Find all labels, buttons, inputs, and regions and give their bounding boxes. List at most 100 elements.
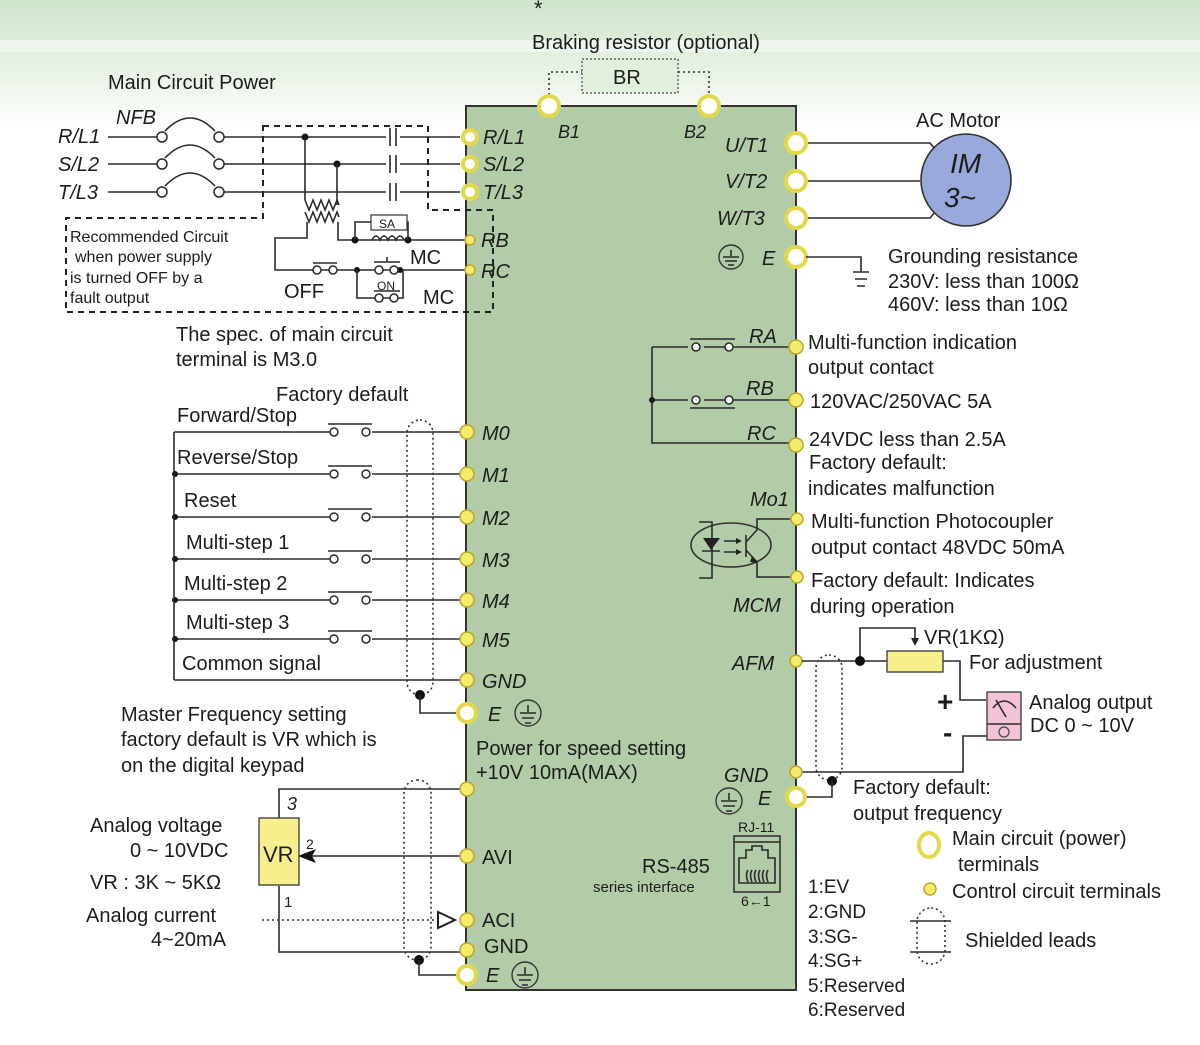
- analog-current-2: 4~20mA: [151, 929, 227, 951]
- terminal-e-afm[interactable]: [785, 786, 807, 808]
- input-rows: Forward/StopM0Reverse/StopM1ResetM2Multi…: [172, 405, 526, 693]
- shield-afm: [815, 654, 843, 781]
- drive-r-label: R/L1: [483, 127, 525, 149]
- terminal-gnd[interactable]: [459, 672, 475, 688]
- switch-contact: [329, 512, 339, 522]
- vr-potentiometer: [258, 817, 300, 886]
- terminal-u-t1[interactable]: [784, 131, 808, 155]
- terminal-w-t3[interactable]: [784, 206, 808, 230]
- relay-desc-6: indicates malfunction: [808, 478, 995, 500]
- switch-contact: [361, 595, 371, 605]
- terminal-m3[interactable]: [459, 551, 475, 567]
- terminal-rb[interactable]: [788, 392, 804, 408]
- legend-control-terminal-icon: [923, 882, 937, 896]
- input-label: Multi-step 3: [186, 612, 289, 634]
- switch-contact: [361, 427, 371, 437]
- terminal-aci[interactable]: [459, 912, 475, 928]
- sa-label: SA: [379, 217, 395, 231]
- switch-contact: [361, 469, 371, 479]
- terminal-avi[interactable]: [459, 848, 475, 864]
- e-afm-label: E: [758, 788, 772, 810]
- terminal-mcm[interactable]: [790, 570, 804, 584]
- terminal-mo1[interactable]: [790, 512, 804, 526]
- terminal-s-l2[interactable]: [461, 155, 479, 173]
- br-wire: [548, 71, 710, 95]
- terminal-v-t2[interactable]: [784, 169, 808, 193]
- legend-main-2: terminals: [958, 854, 1039, 876]
- terminal-afm[interactable]: [789, 654, 803, 668]
- switch-contact: [361, 634, 371, 644]
- relay-desc-1: Multi-function indication: [808, 332, 1017, 354]
- terminal-e-analog[interactable]: [456, 964, 478, 986]
- earth-ground-icon: [806, 256, 869, 287]
- br-box: [581, 58, 679, 94]
- input-row: Multi-step 1 M3: [172, 532, 510, 572]
- recommended-line-4: fault output: [70, 290, 150, 307]
- terminal-m4[interactable]: [459, 592, 475, 608]
- input-row: Multi-step 2 M4: [172, 573, 510, 613]
- spec-line-1: The spec. of main circuit: [176, 324, 393, 346]
- ra-label: RA: [749, 326, 777, 348]
- analog-voltage-3: VR : 3K ~ 5KΩ: [90, 872, 221, 894]
- terminal-gnd-afm[interactable]: [789, 765, 803, 779]
- terminal-gnd-analog[interactable]: [459, 942, 475, 958]
- nfb-label: NFB: [116, 107, 156, 129]
- rs485-subtitle: series interface: [593, 879, 695, 896]
- master-freq-1: Master Frequency setting: [121, 704, 347, 726]
- on-label: ON: [377, 279, 395, 293]
- terminal-e-inputs[interactable]: [456, 702, 478, 724]
- terminal-label: M4: [482, 591, 510, 613]
- power-speed-1: Power for speed setting: [476, 738, 686, 760]
- gnd-afm-label: GND: [724, 765, 768, 787]
- rs485-pin-5: 5:Reserved: [808, 976, 905, 997]
- motor-phase: 3~: [944, 182, 976, 213]
- relay-desc-4: 24VDC less than 2.5A: [809, 429, 1006, 451]
- terminal-ra[interactable]: [788, 339, 804, 355]
- terminal-rc-power[interactable]: [464, 264, 476, 276]
- main-power-title: Main Circuit Power: [108, 72, 276, 94]
- shield-drain-wire: [419, 695, 460, 714]
- bus-node: [172, 514, 178, 520]
- analog-voltage-1: Analog voltage: [90, 815, 222, 837]
- bus-node: [172, 471, 178, 477]
- terminal-m2[interactable]: [459, 509, 475, 525]
- terminal-label: M0: [482, 423, 510, 445]
- terminal-rc[interactable]: [788, 437, 804, 453]
- switch-contact: [329, 634, 339, 644]
- terminal-m0[interactable]: [459, 424, 475, 440]
- afm-label: AFM: [731, 653, 775, 675]
- b2-terminal[interactable]: [697, 94, 721, 118]
- input-label: Multi-step 2: [184, 573, 287, 595]
- u-label: U/T1: [725, 135, 768, 157]
- vr-1k-label: VR(1KΩ): [924, 627, 1005, 649]
- terminal-label: M3: [482, 550, 510, 572]
- terminal-t-l3[interactable]: [461, 183, 479, 201]
- input-label: Common signal: [182, 653, 321, 675]
- rs485-title: RS-485: [642, 856, 710, 878]
- b1-terminal[interactable]: [537, 94, 561, 118]
- e-analog-label: E: [486, 965, 500, 987]
- vr-pin3: 3: [287, 794, 297, 814]
- recommended-circuit-box: [65, 125, 494, 313]
- legend-main-1: Main circuit (power): [952, 828, 1126, 850]
- shield-inputs: [406, 419, 434, 696]
- terminal-10v[interactable]: [459, 781, 475, 797]
- afm-wires: [802, 627, 987, 773]
- vr-wiper-arrow-input: [298, 849, 316, 863]
- terminal-m5[interactable]: [459, 631, 475, 647]
- terminal-label: GND: [482, 671, 526, 693]
- relay-desc-3: 120VAC/250VAC 5A: [810, 391, 992, 413]
- input-label: Reverse/Stop: [177, 447, 298, 469]
- asterisk: *: [534, 0, 543, 21]
- rs485-pin-6: 6:Reserved: [808, 1000, 905, 1021]
- terminal-r-l1[interactable]: [461, 128, 479, 146]
- terminal-e-main[interactable]: [784, 245, 808, 269]
- terminal-m1[interactable]: [459, 466, 475, 482]
- terminal-rb-power[interactable]: [464, 234, 476, 246]
- recommended-line-1: Recommended Circuit: [70, 229, 229, 246]
- input-label: Reset: [184, 490, 237, 512]
- v-label: V/T2: [725, 171, 767, 193]
- control-transformer: [274, 133, 470, 271]
- input-label: Multi-step 1: [186, 532, 289, 554]
